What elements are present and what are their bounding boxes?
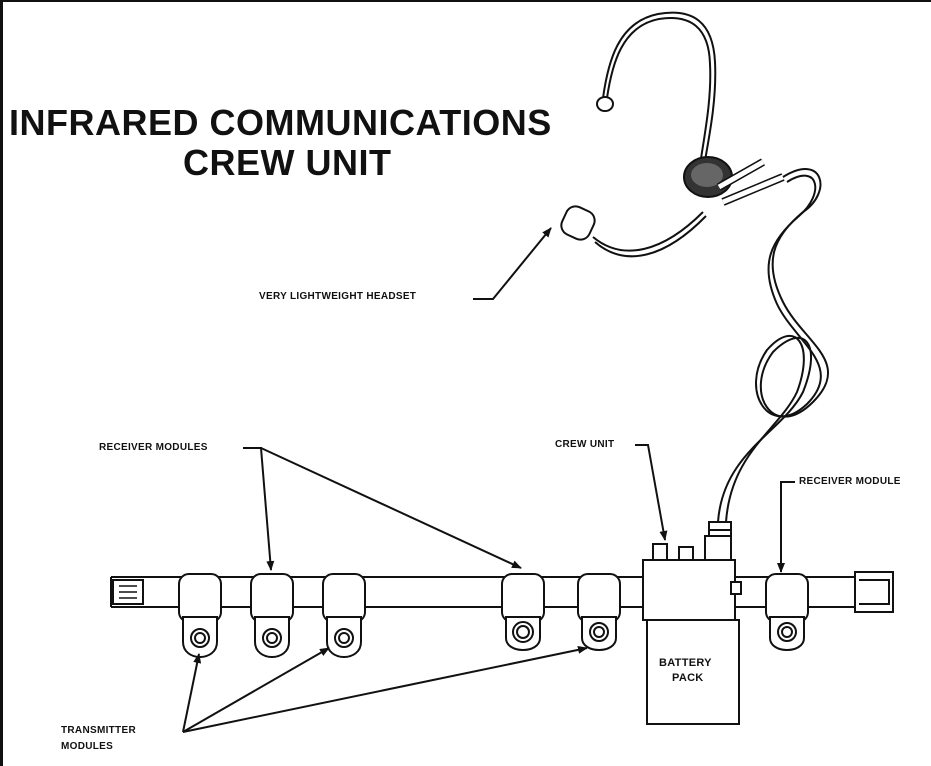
transmitter-modules-label-line-2: MODULES	[61, 741, 114, 752]
leader-lines	[182, 227, 795, 733]
transmitter-module-1	[178, 573, 222, 658]
ear-pad	[683, 156, 733, 198]
receiver-modules-label: RECEIVER MODULES	[99, 442, 208, 453]
battery-pack-box	[646, 619, 740, 725]
receiver-module-1	[501, 573, 545, 651]
headset-label: VERY LIGHTWEIGHT HEADSET	[259, 291, 417, 302]
transmitter-module-2	[250, 573, 294, 658]
diagram-artwork	[110, 11, 894, 733]
receiver-module-label: RECEIVER MODULE	[799, 476, 901, 487]
crew-unit-label: CREW UNIT	[555, 439, 615, 450]
title-line-2: CREW UNIT	[183, 142, 392, 183]
battery-pack-label-line-1: BATTERY	[659, 657, 712, 669]
headset	[560, 11, 829, 553]
transmitter-module-3	[322, 573, 366, 658]
receiver-module-2	[765, 573, 809, 651]
crew-unit-box	[642, 535, 742, 621]
battery-pack-label-line-2: PACK	[672, 672, 704, 684]
title-line-1: INFRARED COMMUNICATIONS	[9, 102, 552, 143]
belt	[110, 571, 894, 613]
transmitter-module-4	[577, 573, 621, 651]
transmitter-modules-label-line-1: TRANSMITTER	[61, 725, 136, 736]
